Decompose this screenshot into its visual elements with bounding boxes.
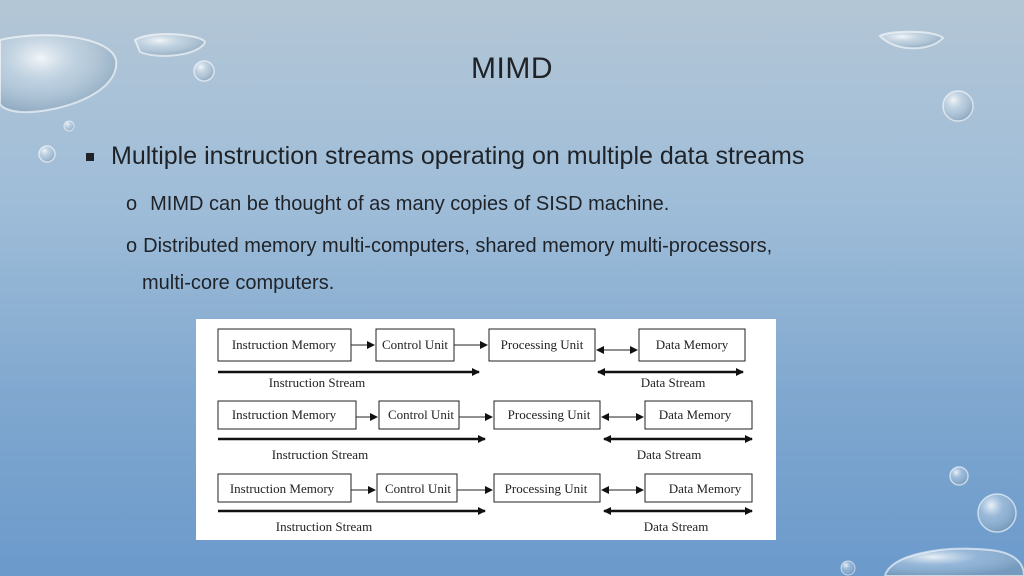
data-memory-box [644,473,753,503]
diagram-row-1: Instruction Memory Control Unit Processi… [217,328,746,390]
instruction-memory-label: Instruction Memory [232,407,337,422]
instruction-memory-label: Instruction Memory [230,481,335,496]
sub-bullet-text: multi-core computers. [142,272,335,294]
diagram-row-2: Instruction Memory Control Unit Processi… [217,400,753,462]
sub-bullet-2-continuation: multi-core computers. [142,265,334,302]
main-bullet: Multiple instruction streams operating o… [86,142,804,171]
sub-bullet-text: MIMD can be thought of as many copies of… [150,193,670,215]
control-unit-label: Control Unit [385,481,451,496]
control-unit-label: Control Unit [382,337,448,352]
sub-bullet-marker: o [126,235,138,257]
sub-bullet-2: o Distributed memory multi-computers, sh… [126,228,772,265]
diagram-row-3: Instruction Memory Control Unit Processi… [217,473,753,534]
data-memory-label: Data Memory [656,337,729,352]
instruction-stream-label: Instruction Stream [272,447,368,462]
instruction-memory-label: Instruction Memory [232,337,337,352]
sub-bullet-text: Distributed memory multi-computers, shar… [143,235,773,257]
instruction-memory-box [217,473,352,503]
data-memory-label: Data Memory [669,481,742,496]
control-unit-box [376,473,458,503]
instruction-memory-box [217,400,357,430]
processing-unit-label: Processing Unit [505,481,588,496]
data-stream-label: Data Stream [641,375,706,390]
sub-bullet-1: o MIMD can be thought of as many copies … [126,186,669,223]
slide-title: MIMD [471,52,553,85]
instruction-stream-label: Instruction Stream [276,519,372,534]
data-memory-box [638,328,746,362]
sub-bullet-marker: o [126,193,138,215]
instruction-stream-label: Instruction Stream [269,375,365,390]
data-stream-label: Data Stream [637,447,702,462]
data-memory-box [644,400,753,430]
processing-unit-box [493,400,601,430]
processing-unit-label: Processing Unit [501,337,584,352]
processing-unit-box [493,473,601,503]
square-bullet-icon [86,152,94,161]
mimd-diagram: Instruction Memory Control Unit Processi… [196,319,776,540]
control-unit-box [375,328,455,362]
processing-unit-box [488,328,596,362]
instruction-memory-box [217,328,352,362]
data-stream-label: Data Stream [644,519,709,534]
control-unit-label: Control Unit [388,407,454,422]
main-bullet-text: Multiple instruction streams operating o… [111,142,805,170]
processing-unit-label: Processing Unit [508,407,591,422]
control-unit-box [378,400,460,430]
data-memory-label: Data Memory [659,407,732,422]
